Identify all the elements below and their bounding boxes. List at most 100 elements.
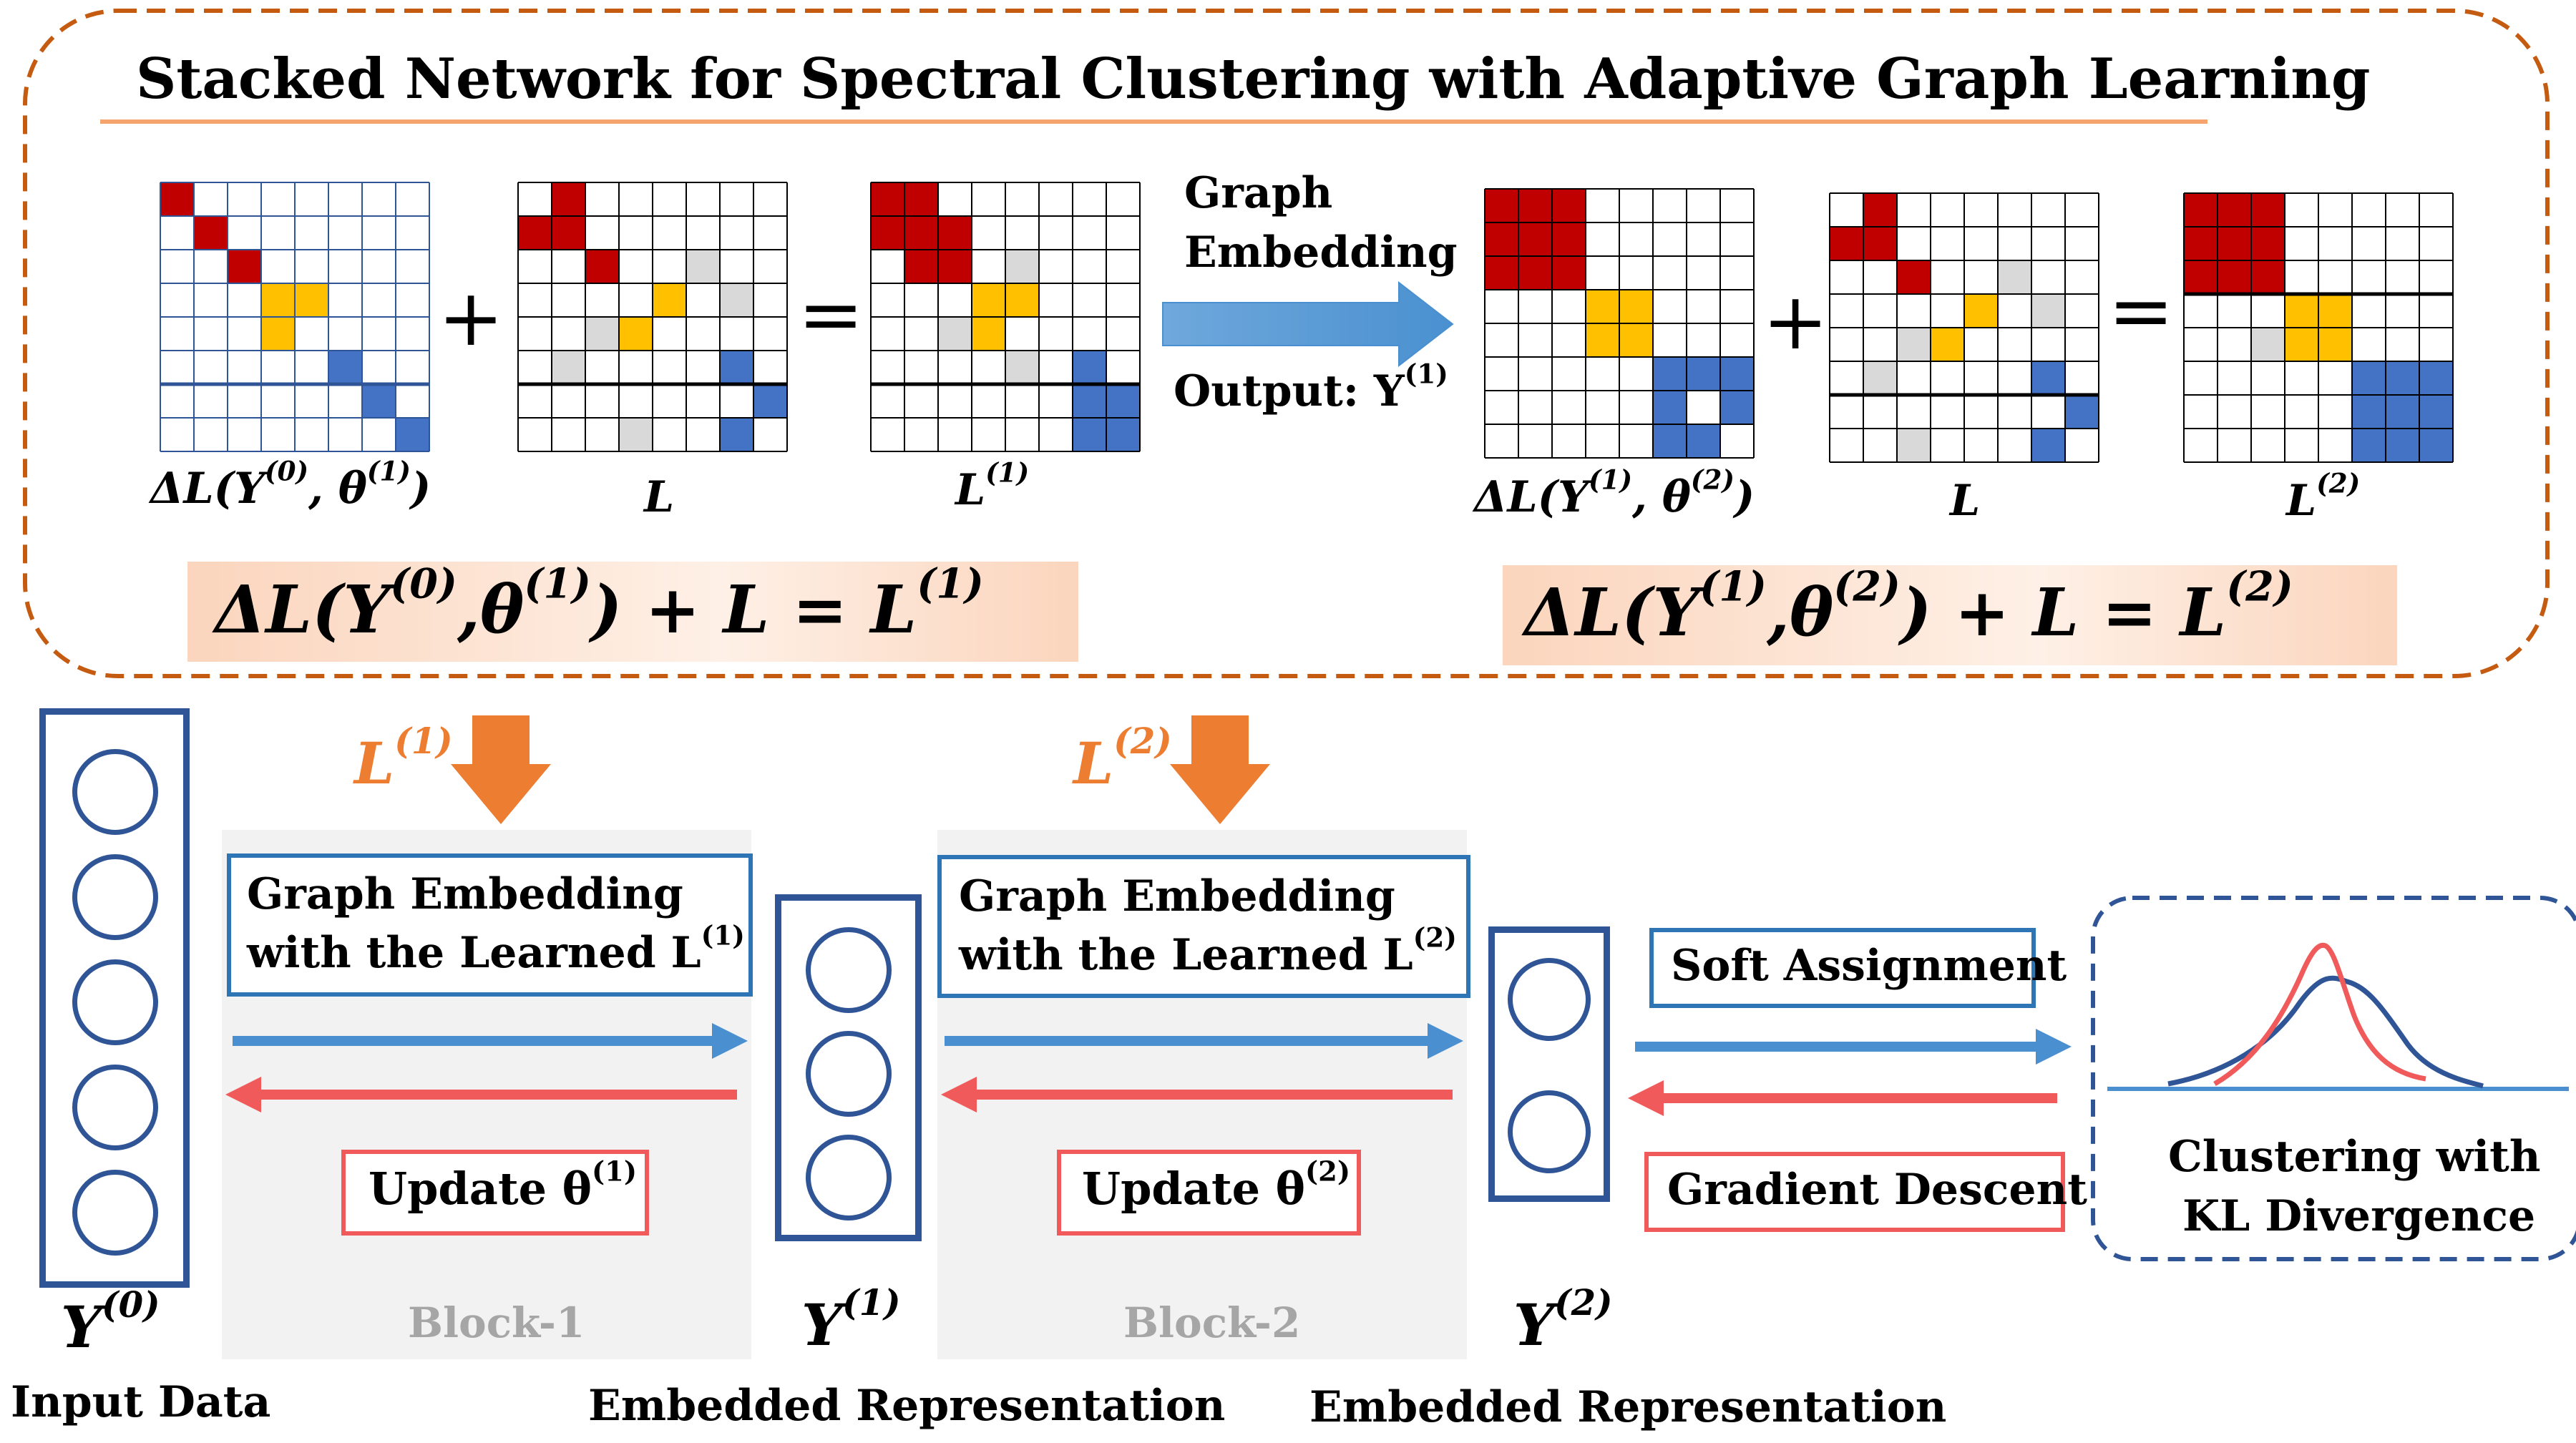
matrix-cell: [2318, 328, 2352, 361]
matrix-cell: [871, 182, 904, 216]
matrix-cell: [518, 216, 552, 250]
block-1-graph-embedding-line2: with the Learned L(1): [247, 919, 745, 978]
matrix-4: [1484, 188, 1755, 459]
matrix-cell: [552, 216, 585, 250]
matrix-cell: [686, 250, 720, 283]
arrow-label-1: L(1): [354, 719, 453, 797]
node: [1508, 958, 1591, 1041]
matrix-cell: [1619, 290, 1653, 323]
equals-sign-1: =: [798, 268, 864, 360]
matrix-cell: [1720, 391, 1754, 424]
matrix-cell: [160, 182, 194, 216]
matrix-cell: [2419, 395, 2453, 429]
plus-sign-1: +: [438, 272, 504, 363]
matrix-cell: [2065, 395, 2099, 429]
matrix-cell: [1931, 328, 1964, 361]
matrix-cell: [653, 283, 686, 317]
matrix-cell: [972, 283, 1005, 317]
matrix-cell: [1863, 361, 1897, 395]
matrix-cell: [1073, 351, 1106, 384]
matrix-cell: [2218, 260, 2251, 294]
node: [72, 1170, 158, 1256]
matrix-cell: [1005, 351, 1039, 384]
soft-assignment-box: [1649, 928, 2036, 1008]
y1-label: Y(1): [801, 1281, 901, 1359]
matrix-cell: [2218, 227, 2251, 260]
block-1-update-box: [341, 1150, 649, 1236]
backward-arrow-3: [1628, 1080, 2057, 1116]
equals-sign-2: =: [2108, 265, 2175, 356]
matrix-cell: [396, 418, 429, 451]
matrix-cell: [720, 283, 753, 317]
gradient-descent-label: Gradient Descent: [1667, 1165, 2087, 1215]
matrix-1: [160, 182, 430, 452]
y2-label: Y(2): [1513, 1281, 1613, 1359]
matrix-1-label: ΔL(Y(0), θ(1)): [150, 455, 431, 514]
matrix-cell: [2386, 361, 2419, 395]
matrix-cell: [1863, 227, 1897, 260]
matrix-cell: [1552, 222, 1586, 256]
matrix-cell: [2184, 260, 2218, 294]
matrix-cell: [1073, 418, 1106, 451]
matrix-cell: [619, 317, 653, 351]
matrix-cell: [720, 351, 753, 384]
node: [72, 959, 158, 1045]
matrix-cell: [1653, 391, 1687, 424]
matrix-cell: [1552, 189, 1586, 222]
matrix-cell: [938, 216, 972, 250]
block-2-graph-embedding-box: [937, 855, 1470, 998]
matrix-cell: [2352, 361, 2386, 395]
matrix-cell: [1897, 429, 1931, 462]
matrix-cell: [261, 317, 295, 351]
matrix-cell: [552, 182, 585, 216]
matrix-5: [1829, 192, 2099, 463]
matrix-cell: [1897, 328, 1931, 361]
matrix-5-label: L: [1950, 476, 1981, 526]
clustering-label-line1: Clustering with: [2168, 1132, 2541, 1182]
matrix-cell: [871, 216, 904, 250]
block-1-graph-embedding-box: [227, 853, 753, 997]
matrix-cell: [753, 384, 787, 418]
matrix-cell: [1964, 294, 1998, 328]
matrix-cell: [1653, 424, 1687, 458]
matrix-cell: [1830, 227, 1863, 260]
block-2-graph-embedding-line2: with the Learned L(2): [959, 921, 1457, 980]
matrix-cell: [2318, 294, 2352, 328]
matrix-cell: [938, 250, 972, 283]
matrix-cell: [2031, 294, 2065, 328]
matrix-cell: [2251, 260, 2285, 294]
matrix-cell: [938, 317, 972, 351]
matrix-cell: [2251, 227, 2285, 260]
block-2-update-label: Update θ(2): [1082, 1155, 1351, 1215]
matrix-3: [870, 182, 1141, 452]
matrix-cell: [295, 283, 328, 317]
matrix-cell: [261, 283, 295, 317]
matrix-cell: [228, 250, 261, 283]
page-title: Stacked Network for Spectral Clustering …: [136, 47, 2371, 112]
formula-2-background: [1503, 565, 2397, 665]
formula-2: ΔL(Y(1),θ(2)) + L = L(2): [1524, 562, 2293, 651]
matrix-cell: [1897, 260, 1931, 294]
plus-sign-2: +: [1762, 275, 1829, 367]
matrix-cell: [1552, 256, 1586, 290]
matrix-cell: [2251, 193, 2285, 227]
matrix-cell: [972, 317, 1005, 351]
block-1-graph-embedding-line1: Graph Embedding: [247, 869, 683, 919]
graph-embedding-arrow: [1162, 280, 1454, 368]
node: [72, 854, 158, 940]
forward-arrow-3: [1635, 1029, 2072, 1065]
wide-distribution-curve: [2167, 975, 2484, 1089]
matrix-cell: [1005, 250, 1039, 283]
matrix-cell: [2419, 361, 2453, 395]
graph-embedding-label-line1: Graph: [1184, 168, 1333, 218]
matrix-2-label: L: [644, 472, 675, 522]
matrix-cell: [1485, 222, 1518, 256]
matrix-cell: [1687, 357, 1720, 391]
matrix-cell: [2352, 395, 2386, 429]
matrix-cell: [2419, 429, 2453, 462]
matrix-cell: [1586, 323, 1619, 357]
matrix-cell: [2386, 429, 2419, 462]
matrix-cell: [720, 418, 753, 451]
matrix-cell: [2251, 328, 2285, 361]
matrix-cell: [1653, 357, 1687, 391]
